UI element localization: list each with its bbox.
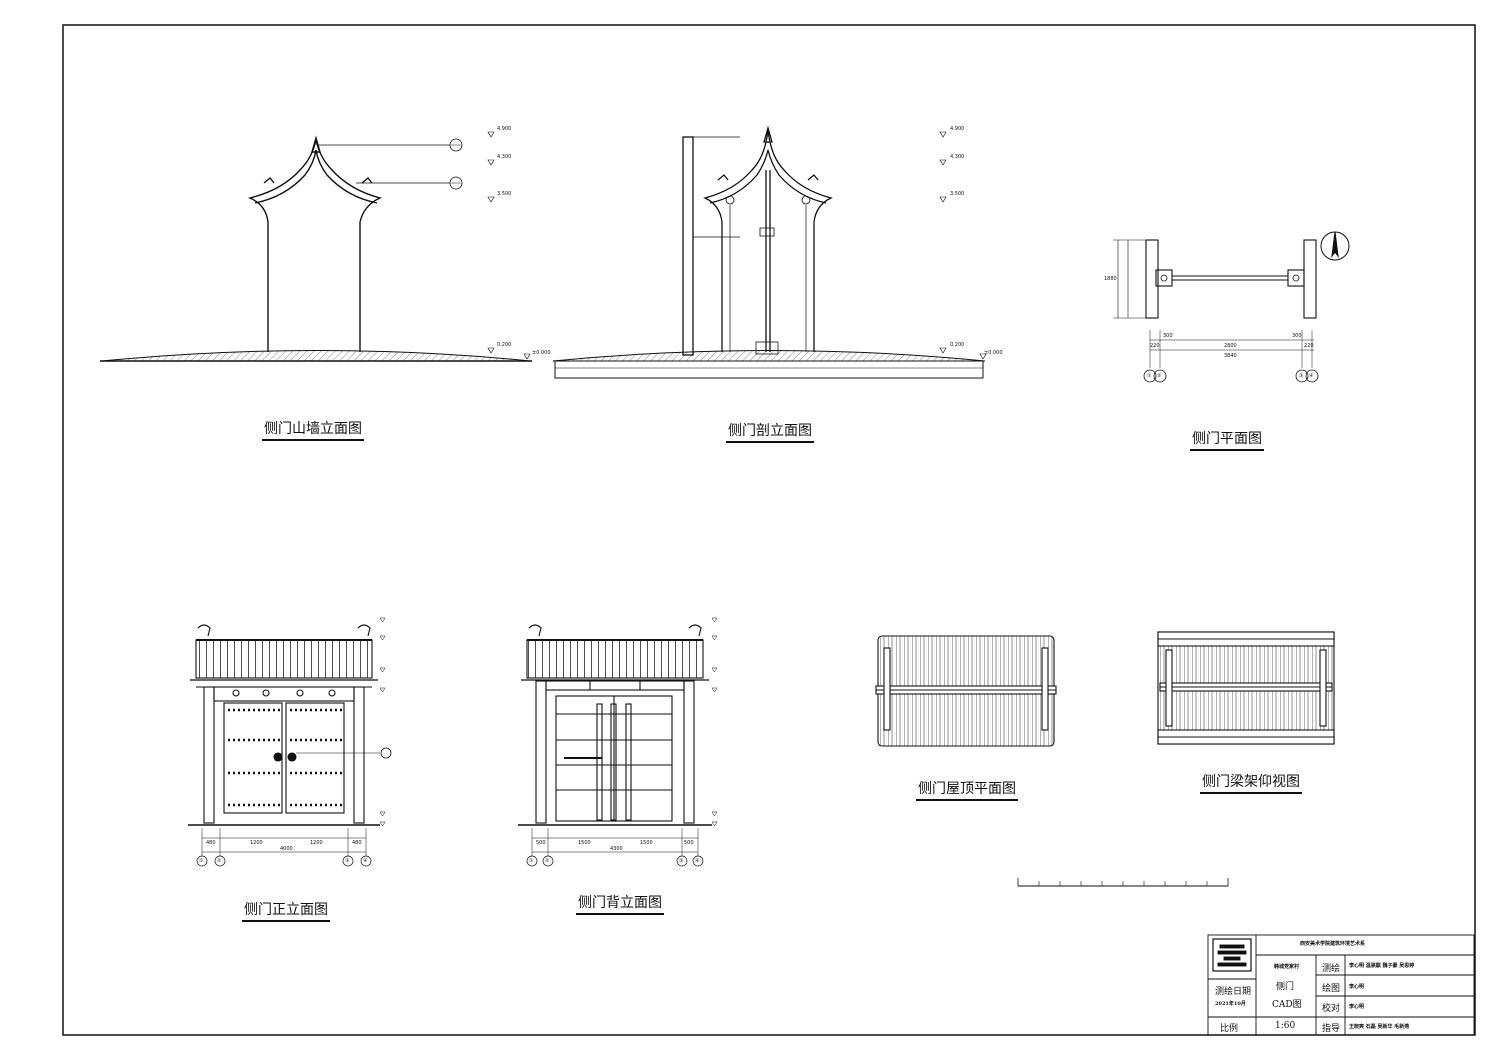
caption-section-elevation: 侧门剖立面图 bbox=[726, 420, 814, 443]
elev-mid-section: 4.300 bbox=[950, 154, 965, 160]
back-dim-3: 1500 bbox=[640, 840, 653, 846]
plan-dim-total: 3840 bbox=[1224, 353, 1237, 359]
section-elevation-drawing bbox=[552, 125, 987, 379]
plan-dim-post-left: 300 bbox=[1163, 333, 1173, 339]
back-dim-4: 500 bbox=[684, 840, 694, 846]
plan-dim-side-left: 220 bbox=[1150, 343, 1160, 349]
front-dim-total: 4000 bbox=[280, 846, 293, 852]
tb-guide-names: 王晓爽 石磊 吴新华 毛新燕 bbox=[1349, 1024, 1410, 1030]
tb-school: 西安美术学院建筑环境艺术系 bbox=[1300, 941, 1366, 947]
back-dim-1: 500 bbox=[536, 840, 546, 846]
plan-dim-side-right: 220 bbox=[1304, 343, 1314, 349]
caption-plan: 侧门平面图 bbox=[1190, 428, 1264, 451]
tb-scale-label: 比例 bbox=[1220, 1024, 1239, 1034]
front-dim-3: 1200 bbox=[310, 840, 323, 846]
sheet-border bbox=[62, 24, 1476, 1036]
back-axis-3: ③ bbox=[679, 858, 684, 864]
elev-zero-section: ±0.000 bbox=[984, 350, 1003, 356]
tb-project: 韩城党家村 bbox=[1274, 964, 1300, 970]
back-elevation-drawing bbox=[518, 617, 718, 867]
front-axis-3: ③ bbox=[345, 858, 350, 864]
tb-draw-label: 绘图 bbox=[1322, 984, 1341, 994]
beam-plan-drawing bbox=[1157, 631, 1335, 745]
plan-dim-post-right: 300 bbox=[1292, 333, 1302, 339]
tb-drawing-type: CAD图 bbox=[1272, 1000, 1302, 1010]
roof-plan-drawing bbox=[875, 635, 1057, 747]
front-axis-1: ① bbox=[199, 858, 204, 864]
back-axis-2: ② bbox=[545, 858, 550, 864]
front-axis-4: ④ bbox=[363, 858, 368, 864]
back-axis-1: ① bbox=[529, 858, 534, 864]
front-dim-1: 480 bbox=[206, 840, 216, 846]
elev-base-gable: 0.200 bbox=[497, 342, 512, 348]
back-axis-4: ④ bbox=[695, 858, 700, 864]
elev-zero-gable: ±0.000 bbox=[532, 350, 551, 356]
elev-top-section: 4.900 bbox=[950, 126, 965, 132]
tb-draw-names: 李心明 bbox=[1349, 984, 1365, 990]
tb-survey-label: 测绘 bbox=[1322, 964, 1341, 974]
plan-dim-span: 2800 bbox=[1224, 343, 1237, 349]
front-dim-4: 480 bbox=[352, 840, 362, 846]
caption-gable-elevation: 侧门山墙立面图 bbox=[262, 418, 364, 441]
caption-beam-plan: 侧门梁架仰视图 bbox=[1200, 771, 1302, 794]
title-block-grid bbox=[1207, 934, 1475, 1036]
tb-guide-label: 指导 bbox=[1322, 1024, 1341, 1034]
tb-survey-date: 2021年10月 bbox=[1215, 1001, 1246, 1007]
tb-check-names: 李心明 bbox=[1349, 1004, 1365, 1010]
tb-scale: 1:60 bbox=[1275, 1021, 1296, 1031]
elev-eave-gable: 3.500 bbox=[497, 191, 512, 197]
tb-part: 侧门 bbox=[1276, 982, 1295, 992]
plan-axis-3: ③ bbox=[1299, 373, 1304, 379]
caption-roof-plan: 侧门屋顶平面图 bbox=[916, 778, 1018, 801]
tb-survey-names: 李心明 温骐騏 魏子豪 吴思婷 bbox=[1349, 963, 1415, 969]
elev-mid-gable: 4.300 bbox=[497, 154, 512, 160]
scale-bar bbox=[1017, 878, 1229, 887]
back-dim-2: 1500 bbox=[578, 840, 591, 846]
caption-back-elevation: 侧门背立面图 bbox=[576, 892, 664, 915]
caption-front-elevation: 侧门正立面图 bbox=[242, 899, 330, 922]
elev-base-section: 0.200 bbox=[950, 342, 965, 348]
tb-check-label: 校对 bbox=[1322, 1004, 1341, 1014]
plan-dim-depth: 1880 bbox=[1104, 276, 1117, 282]
front-dim-2: 1200 bbox=[250, 840, 263, 846]
plan-axis-4: ④ bbox=[1309, 373, 1314, 379]
plan-axis-2: ② bbox=[1157, 373, 1162, 379]
elev-eave-section: 3.500 bbox=[950, 191, 965, 197]
gable-elevation-drawing bbox=[100, 131, 532, 362]
plan-axis-1: ① bbox=[1147, 373, 1152, 379]
front-axis-2: ② bbox=[217, 858, 222, 864]
elev-top-gable: 4.900 bbox=[497, 126, 512, 132]
plan-drawing bbox=[1113, 231, 1350, 383]
tb-survey-date-label: 测绘日期 bbox=[1215, 987, 1252, 997]
back-dim-total: 4300 bbox=[610, 846, 623, 852]
front-elevation-drawing bbox=[188, 617, 392, 867]
